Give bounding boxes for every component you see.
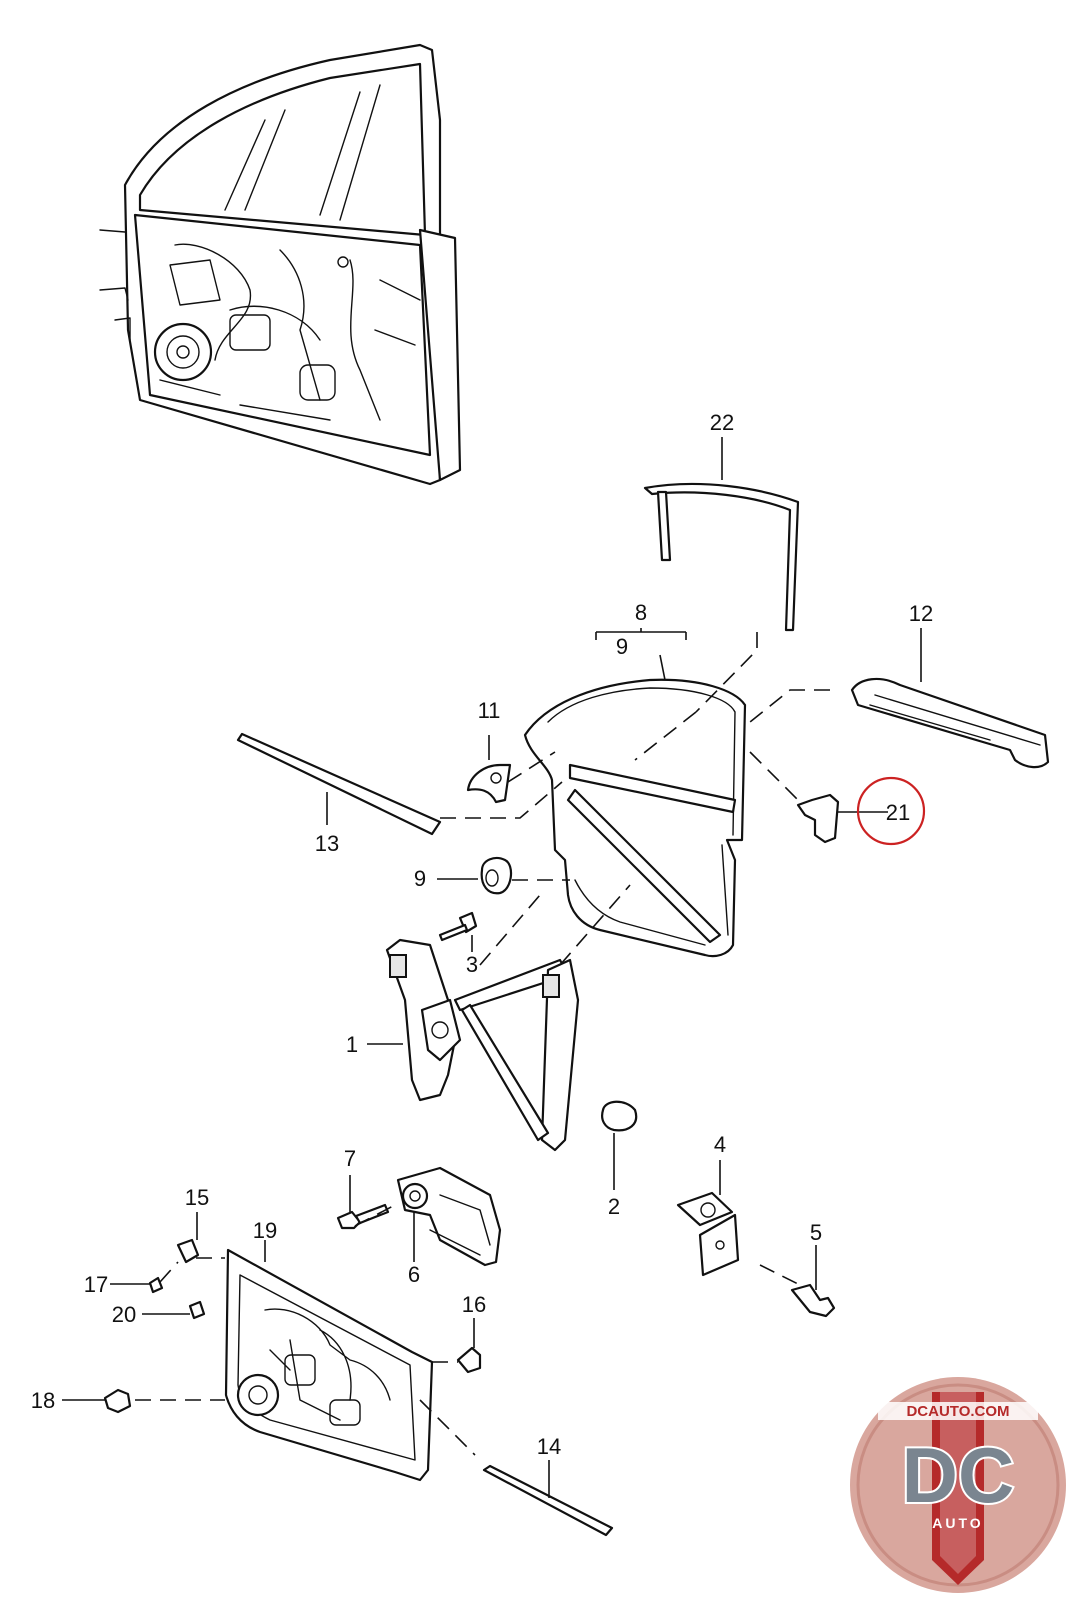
part-12-weatherstrip xyxy=(850,628,1050,769)
callout-4: 4 xyxy=(714,1132,726,1157)
callout-6: 6 xyxy=(408,1262,420,1287)
door-shell-illustration xyxy=(99,43,462,486)
part-17-screw xyxy=(110,1276,164,1294)
callout-13: 13 xyxy=(315,831,339,856)
part-20-screw xyxy=(142,1300,206,1320)
callout-2: 2 xyxy=(608,1194,620,1219)
part-21-clip xyxy=(796,793,888,844)
callout-17: 17 xyxy=(84,1272,108,1297)
dcauto-logo: DCAUTO.COM DC AUTO xyxy=(850,1377,1066,1593)
callout-14: 14 xyxy=(537,1434,561,1459)
callout-12: 12 xyxy=(909,601,933,626)
callout-9-lower: 9 xyxy=(414,866,426,891)
part-16-clip xyxy=(456,1318,482,1374)
part-7-bolt xyxy=(336,1175,390,1230)
part-15-clip xyxy=(176,1212,200,1264)
callout-18: 18 xyxy=(31,1388,55,1413)
callout-1: 1 xyxy=(346,1032,358,1057)
callout-22: 22 xyxy=(710,410,734,435)
logo-shield xyxy=(932,1392,984,1585)
part-6-window-motor xyxy=(396,1166,502,1267)
part-14-lower-trim xyxy=(482,1460,614,1537)
callout-11: 11 xyxy=(478,698,501,723)
part-13-trim-strip xyxy=(236,732,442,836)
part-4-seal-bracket xyxy=(676,1160,740,1277)
part-18-bolt xyxy=(62,1388,132,1414)
part-1-window-regulator xyxy=(367,938,580,1152)
callout-19: 19 xyxy=(253,1218,277,1243)
callout-20: 20 xyxy=(112,1302,136,1327)
assembly-dash-lines xyxy=(135,632,830,1456)
part-3-screw xyxy=(438,911,478,952)
part-8-window-frame xyxy=(523,628,747,958)
callout-21-highlight-ring xyxy=(856,776,926,846)
callout-16: 16 xyxy=(462,1292,486,1317)
logo-sub-text: AUTO xyxy=(932,1515,983,1531)
logo-site-text: DCAUTO.COM xyxy=(906,1403,1009,1420)
part-9-grommet xyxy=(437,856,513,895)
logo-letters: DC xyxy=(902,1431,1015,1519)
callout-labels: 22 8 9 12 11 21 13 9 3 1 7 4 2 15 19 5 6… xyxy=(31,410,933,1459)
callout-3: 3 xyxy=(466,952,478,977)
callout-9-upper: 9 xyxy=(616,634,628,659)
part-5-bolt xyxy=(790,1245,836,1318)
part-22-window-channel xyxy=(643,437,800,632)
callout-7: 7 xyxy=(344,1146,356,1171)
callout-21: 21 xyxy=(886,800,910,825)
part-11-clip xyxy=(466,735,512,804)
callout-15: 15 xyxy=(185,1185,209,1210)
part-19-inner-panel xyxy=(224,1240,434,1482)
callout-5: 5 xyxy=(810,1220,822,1245)
part-2-clip xyxy=(601,1100,638,1190)
callout-8: 8 xyxy=(635,600,647,625)
